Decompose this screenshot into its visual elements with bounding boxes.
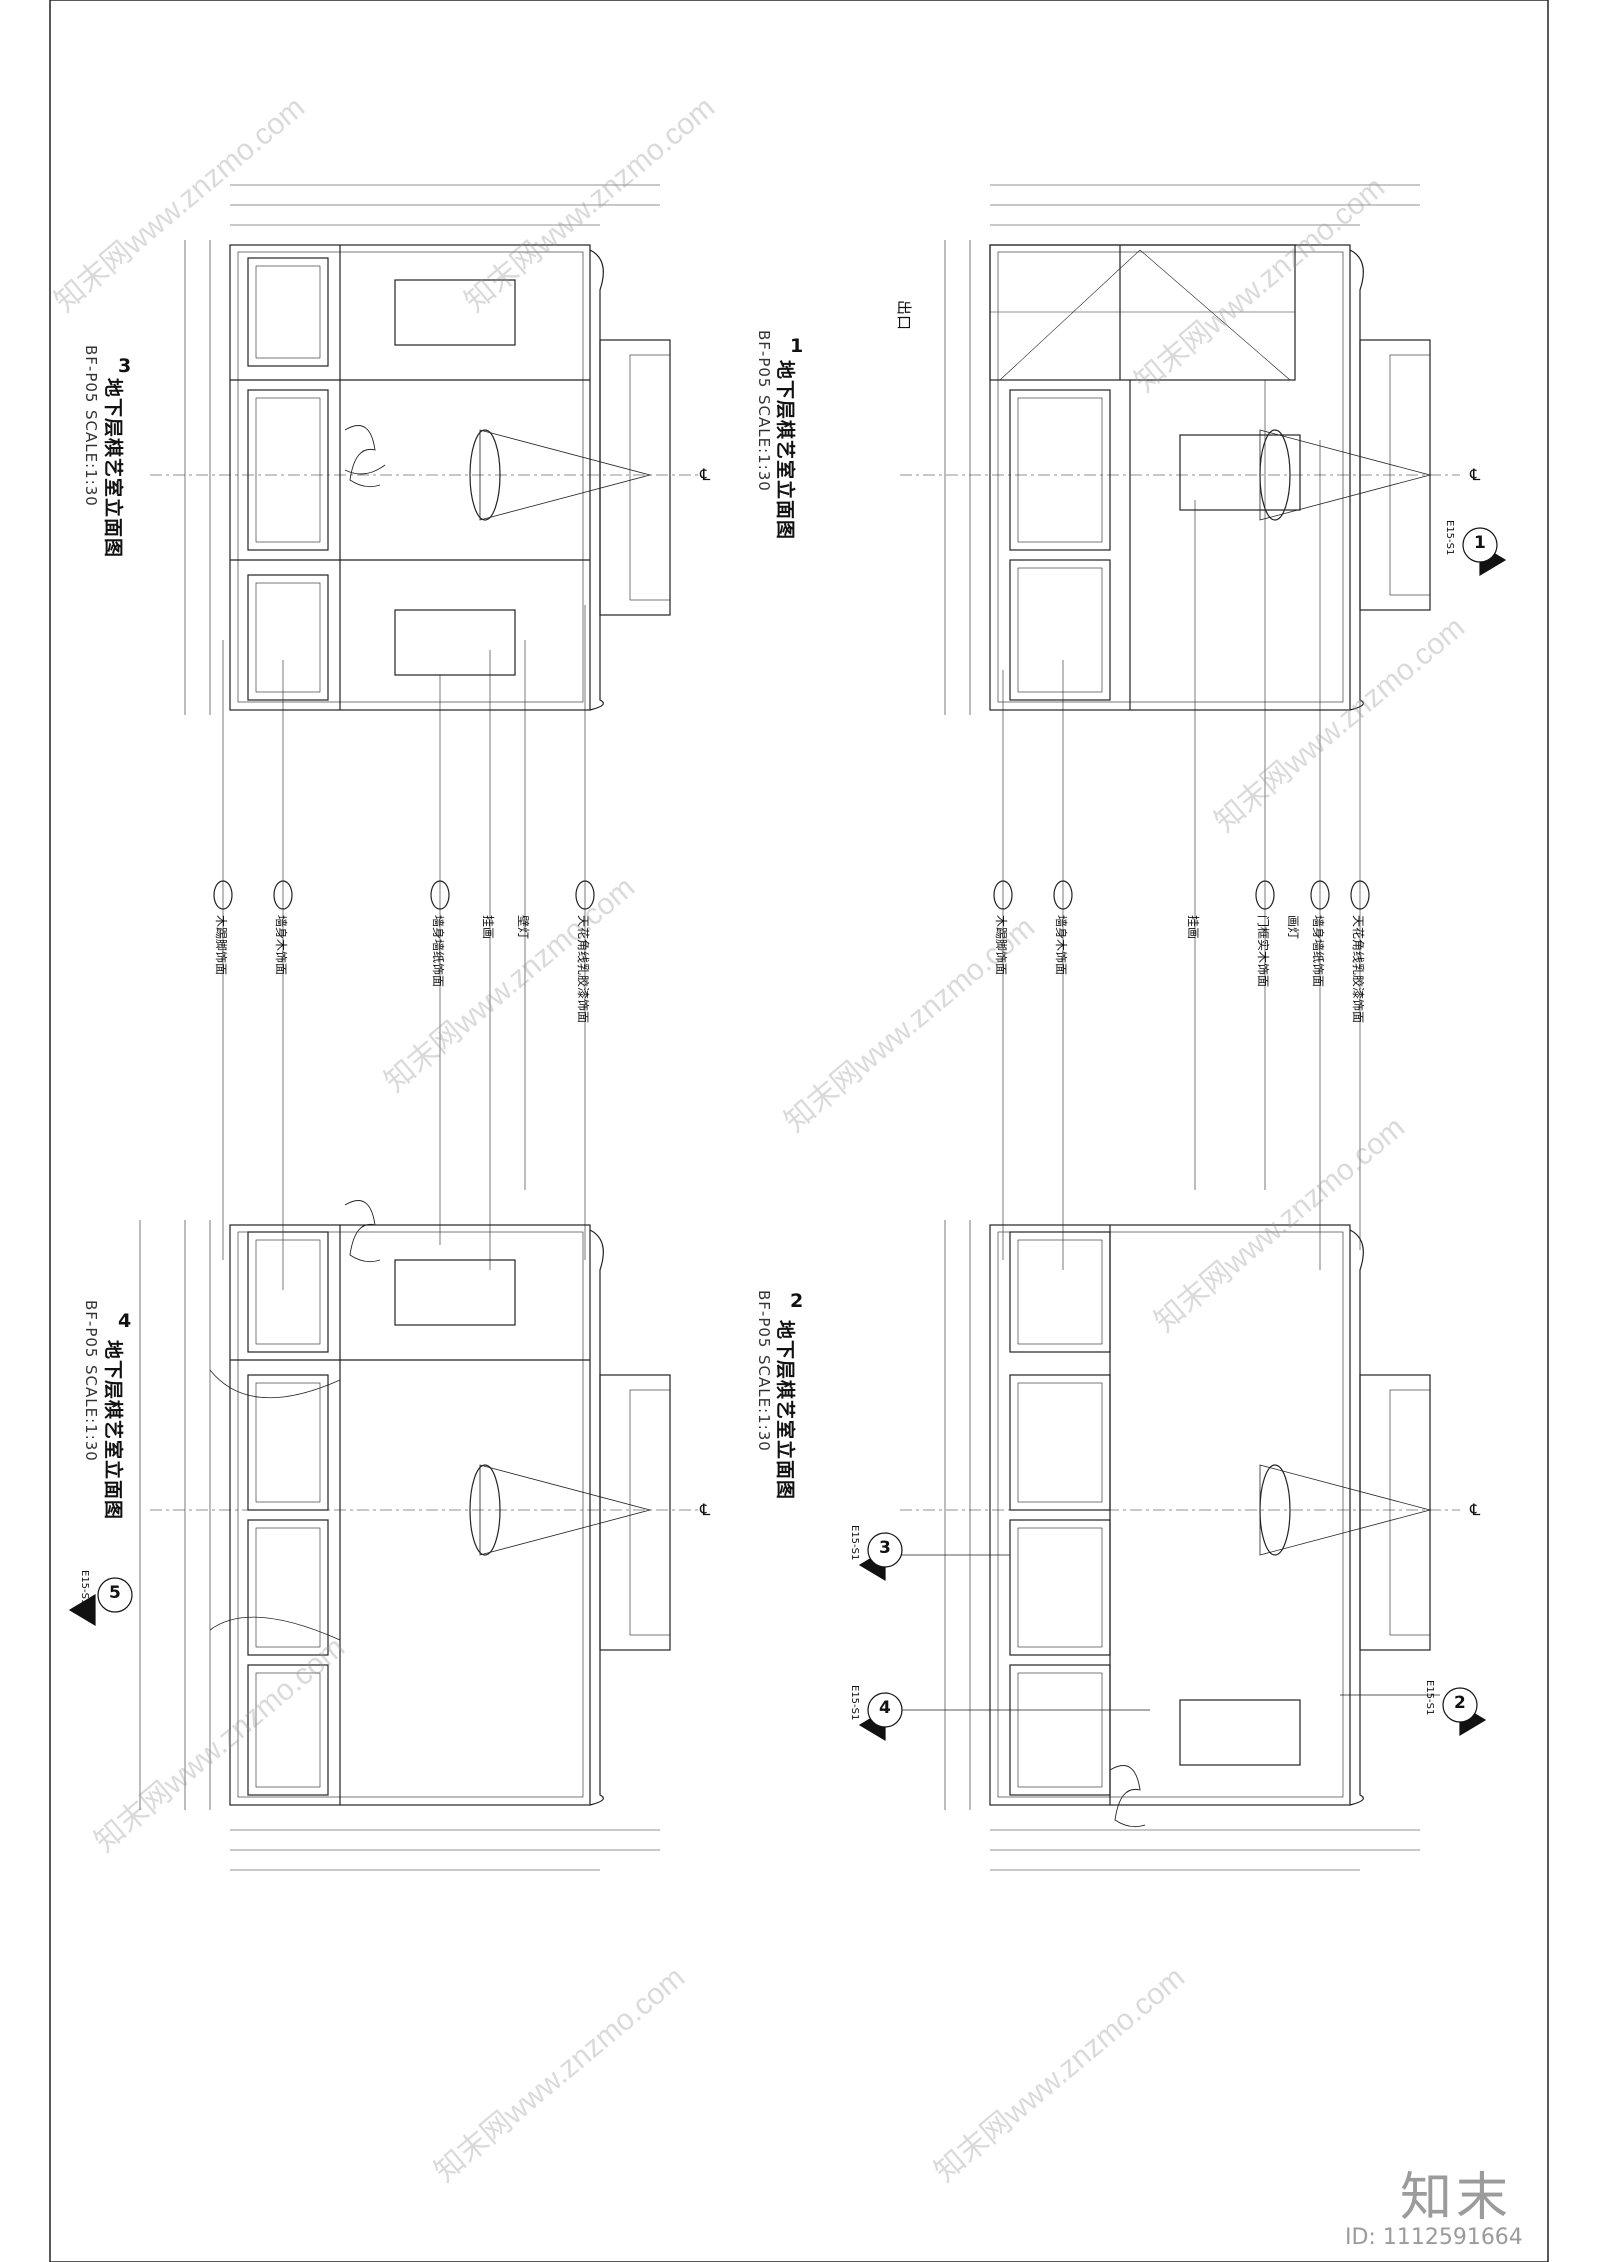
elevation-4-code: BF-P05 [82,1300,100,1359]
section-ref-2-code: E15-S1 [1424,1680,1435,1716]
elevation-3-drawing [150,184,700,1190]
section-ref-1-code: E15-S1 [1444,520,1455,556]
label-door-frame-1: 门框实木饰面 [1256,915,1270,988]
section-marker-4 [858,1692,903,1742]
elevation-1-code: BF-P05 [755,330,773,389]
elevation-4-scale: SCALE:1:30 [82,1365,100,1462]
label-painting-lamp-1: 画灯 [1286,915,1300,940]
elevation-3-title: 地下层棋艺室立面图 [102,378,124,559]
elevation-1-drawing [900,184,1460,1190]
section-ref-5-num: 5 [109,1583,121,1603]
label-wood-wall-3: 墙身木饰面 [274,915,288,976]
centerline-mark-4: ℄ [700,1500,711,1519]
label-wallpaper-3: 墙身墙纸饰面 [431,915,445,988]
elevation-4-number: 4 [118,1310,132,1332]
section-marker-3 [858,1532,903,1582]
section-markers [68,527,1507,1742]
brand-id: ID: 1112591664 [1345,2225,1523,2250]
elevation-3-number: 3 [118,355,132,377]
brand-logo: 知末 [1400,2168,1513,2228]
sheet-border [49,0,1549,2262]
section-ref-4-code: E15-S1 [849,1685,860,1721]
elevation-2-drawing [880,1190,1460,1871]
label-wood-wall-1: 墙身木饰面 [1054,915,1068,976]
elevation-4-drawing [139,1190,700,1871]
section-ref-1-num: 1 [1474,533,1486,553]
centerline-mark-2: ℄ [1470,1500,1481,1519]
label-ceiling-cornice-1: 天花角线乳胶漆饰面 [1351,915,1365,1024]
centerline-mark-1: ℄ [1470,465,1481,484]
section-ref-2-num: 2 [1454,1693,1466,1713]
elevation-1-title: 地下层棋艺室立面图 [774,360,796,541]
elevation-2-title: 地下层棋艺室立面图 [774,1320,796,1501]
centerline-mark-3: ℄ [700,465,711,484]
section-ref-3-num: 3 [879,1538,891,1558]
elevation-1-scale: SCALE:1:30 [755,395,773,492]
entrance-label: 出口 [895,300,913,331]
label-hanging-picture-1: 挂画 [1186,915,1200,940]
section-ref-4-num: 4 [879,1698,891,1718]
elevation-4-title: 地下层棋艺室立面图 [102,1340,124,1521]
label-wood-skirting-3: 木踢脚饰面 [214,915,228,976]
label-wallpaper-1b: 墙身墙纸饰面 [1311,915,1325,988]
section-ref-5-code: E15-S1 [79,1570,90,1606]
elevation-2-scale: SCALE:1:30 [755,1355,773,1452]
section-marker-2 [1442,1687,1487,1737]
elevation-3-code: BF-P05 [82,345,100,404]
elevation-2-number: 2 [790,1290,804,1312]
section-ref-3-code: E15-S1 [849,1525,860,1561]
elevation-1-number: 1 [790,335,804,357]
section-marker-5 [68,1577,133,1627]
label-hanging-picture-3: 挂画 [481,915,495,940]
section-marker-1 [1462,527,1507,577]
elevation-2-code: BF-P05 [755,1290,773,1349]
elevation-3-scale: SCALE:1:30 [82,410,100,507]
